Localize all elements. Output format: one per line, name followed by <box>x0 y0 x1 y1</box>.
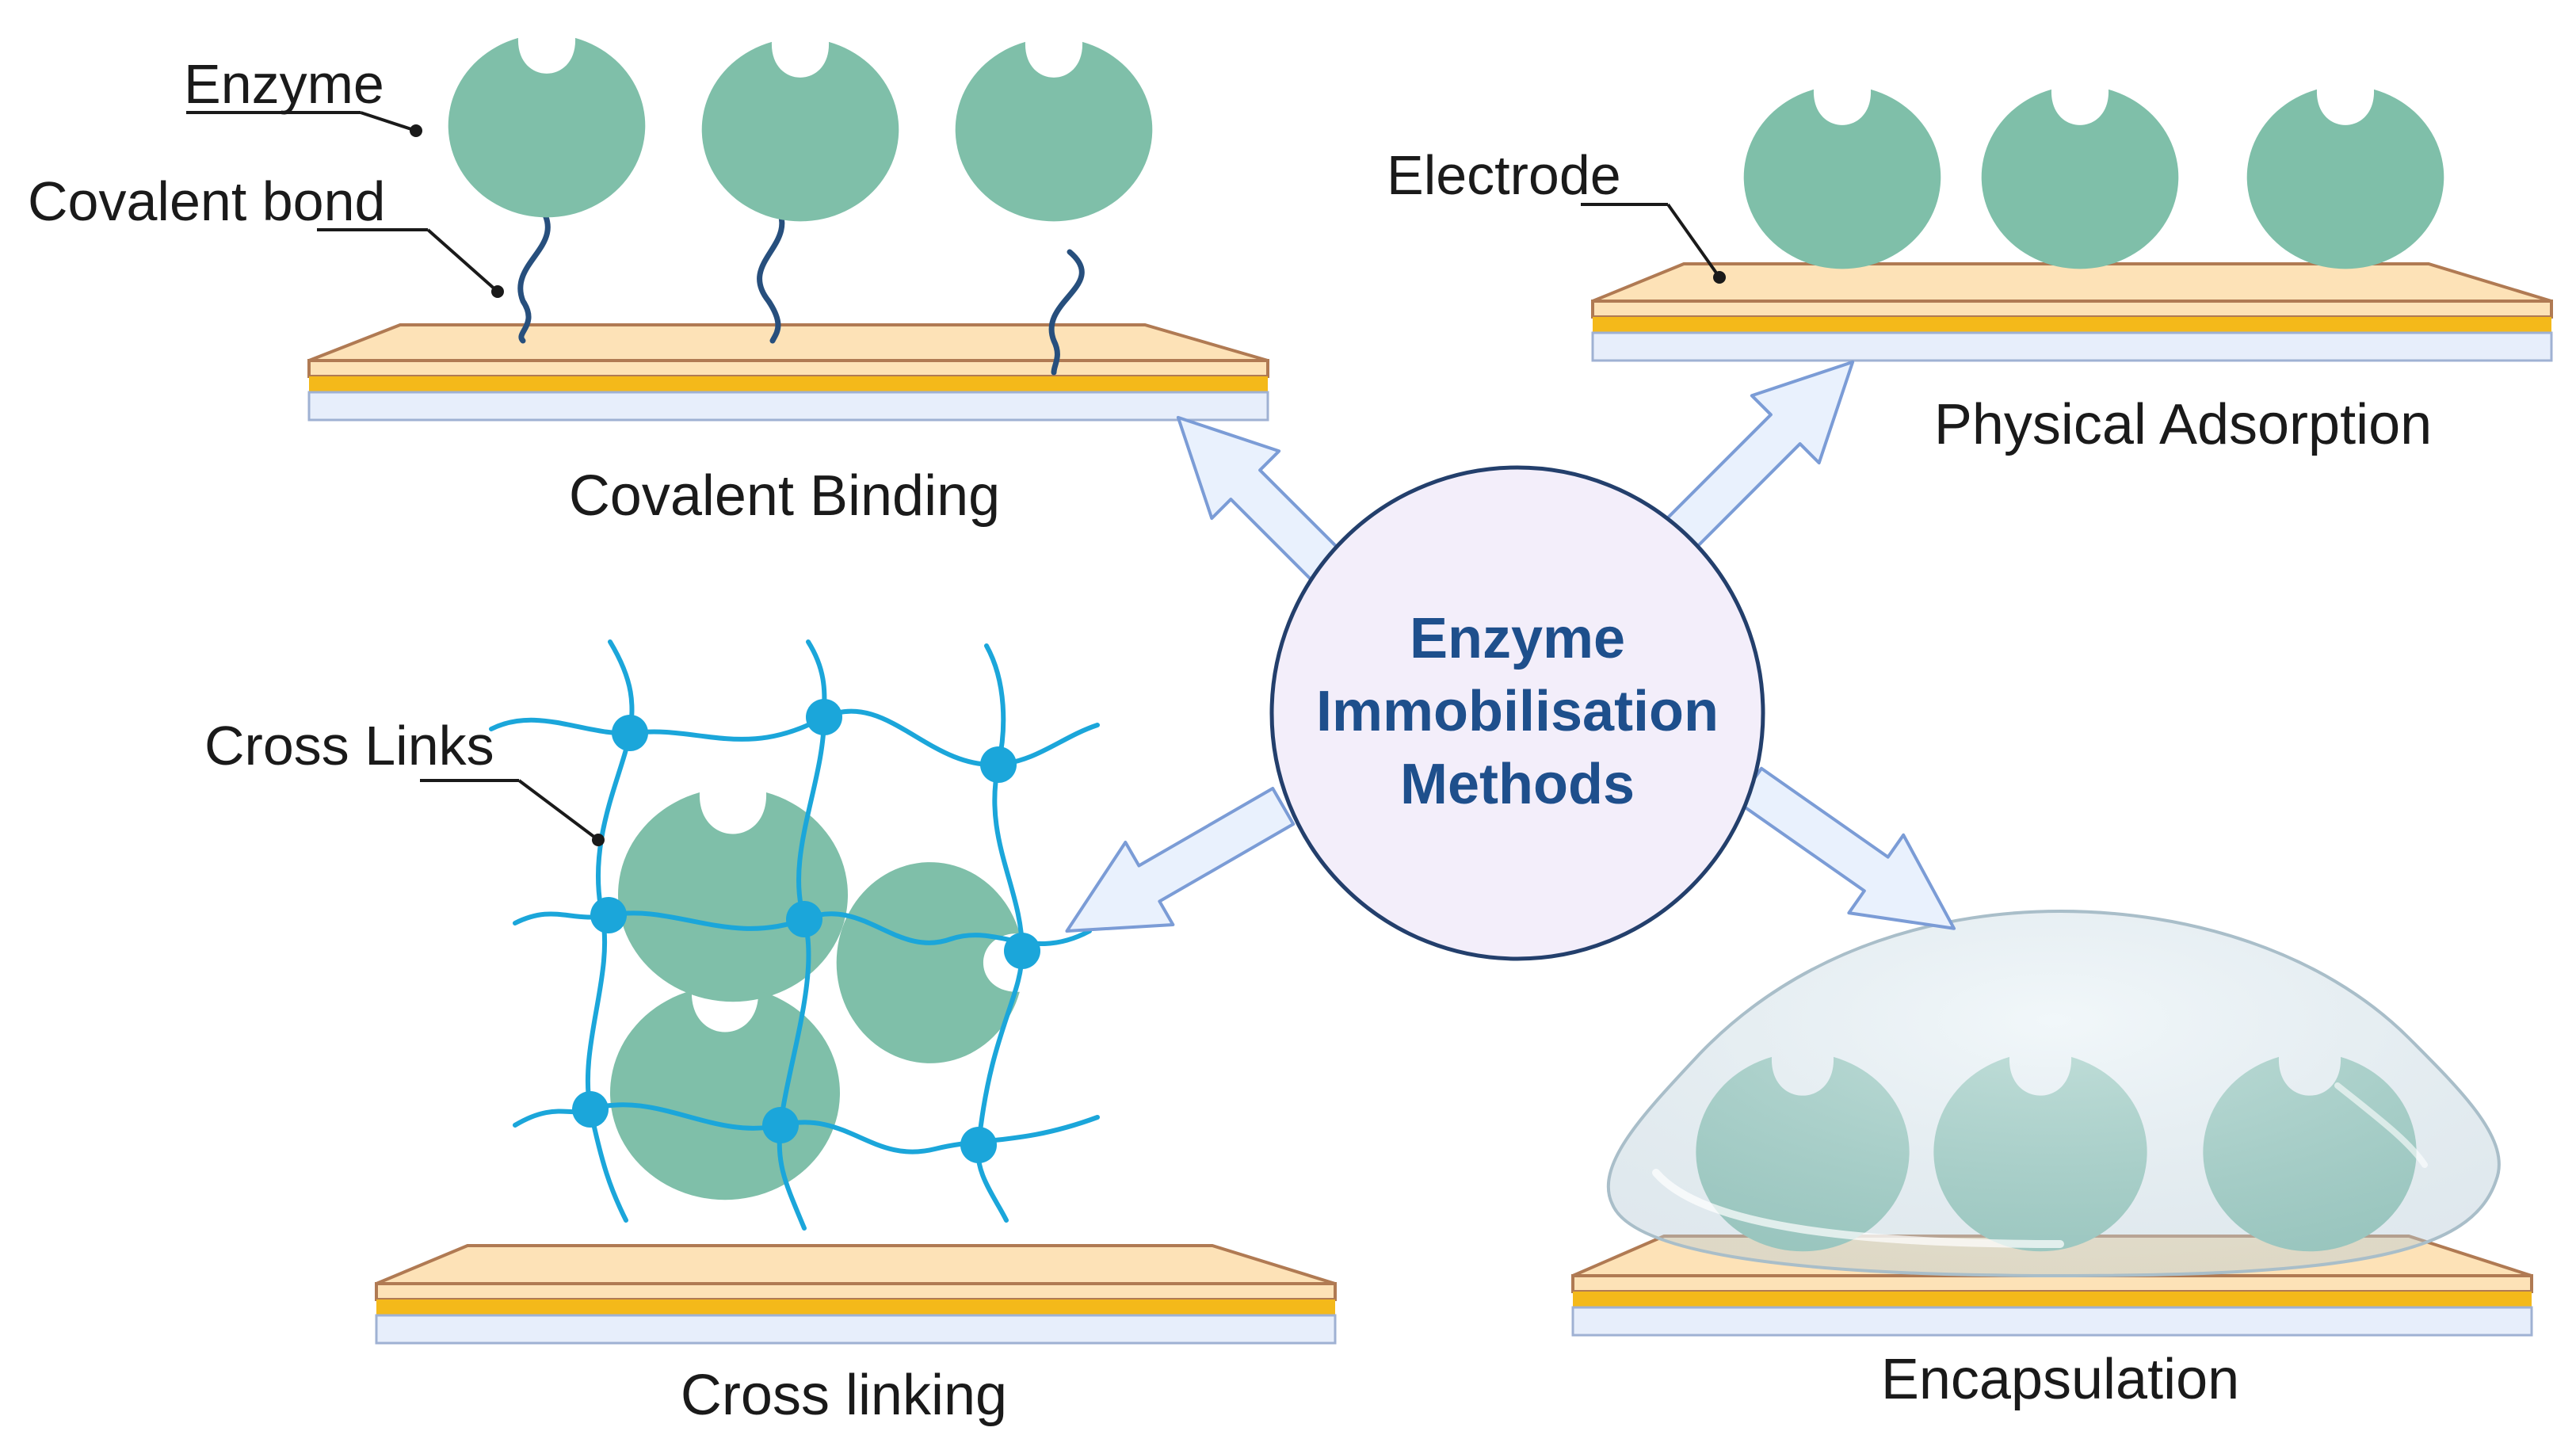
label-covalent-bond: Covalent bond <box>28 170 385 232</box>
label-cross-links: Cross Links <box>204 715 494 777</box>
leader-enzyme <box>186 111 422 137</box>
cross-linking-panel: Cross Links Cross linking <box>204 639 1337 1427</box>
enzyme-adsorbed-2 <box>1981 89 2179 269</box>
crosslink-node <box>786 901 822 937</box>
leader-covalent-bond <box>317 228 504 298</box>
crosslink-node <box>980 746 1017 783</box>
physical-adsorption-panel: Electrode Physical Adsorption <box>1387 89 2553 456</box>
tether-1 <box>517 201 551 344</box>
caption-physical-adsorption: Physical Adsorption <box>1934 393 2432 456</box>
enzyme-adsorbed-3 <box>2246 89 2444 269</box>
crosslink-nodes <box>572 699 1040 1163</box>
label-enzyme: Enzyme <box>184 53 384 115</box>
enzyme-crosslinked-1 <box>618 792 848 1002</box>
electrode-adsorption <box>1591 262 2553 362</box>
electrode-crosslinking <box>375 1244 1337 1345</box>
encapsulation-panel: Encapsulation <box>1571 909 2533 1411</box>
caption-encapsulation: Encapsulation <box>1881 1348 2239 1411</box>
arrows <box>1065 360 1956 933</box>
caption-cross-linking: Cross linking <box>681 1364 1007 1427</box>
crosslink-node <box>572 1091 609 1128</box>
center-title-line-1: Enzyme <box>1410 607 1625 670</box>
crosslink-node <box>960 1127 997 1163</box>
label-electrode: Electrode <box>1387 144 1621 206</box>
tether-3 <box>1048 249 1085 376</box>
center-circle <box>1269 465 1765 961</box>
caption-covalent-binding: Covalent Binding <box>569 464 1000 528</box>
center-title-line-3: Methods <box>1400 753 1635 816</box>
covalent-binding-panel: Enzyme Covalent bond Covalent Binding <box>28 37 1269 528</box>
tether-2 <box>757 201 785 344</box>
center-node: Enzyme Immobilisation Methods <box>1269 465 1765 961</box>
crosslink-node <box>612 715 648 751</box>
arrow-to-crosslinking <box>1065 786 1296 933</box>
dome-highlight <box>1652 1169 2064 1248</box>
crosslink-node <box>762 1107 799 1143</box>
enzyme-covalent-2 <box>701 41 899 222</box>
crosslink-node <box>1004 933 1040 969</box>
enzyme-covalent-1 <box>448 37 646 218</box>
dome-highlight-2 <box>2334 1082 2428 1168</box>
enzyme-crosslinked-2 <box>610 990 840 1200</box>
enzyme-adsorbed-1 <box>1743 89 1941 269</box>
arrow-to-encapsulation <box>1736 766 1956 930</box>
enzyme-covalent-3 <box>955 41 1153 222</box>
covalent-tethers <box>517 201 1085 376</box>
enzyme-crosslinked-3 <box>836 862 1020 1063</box>
arrow-to-adsorption <box>1660 360 1855 555</box>
encapsulation-dome <box>1606 909 2501 1278</box>
electrode-covalent <box>307 323 1269 422</box>
crosslink-node <box>590 897 627 933</box>
leader-cross-links <box>420 779 605 846</box>
crosslink-node <box>806 699 842 735</box>
leader-electrode <box>1581 203 1726 284</box>
center-title-line-2: Immobilisation <box>1316 680 1719 743</box>
